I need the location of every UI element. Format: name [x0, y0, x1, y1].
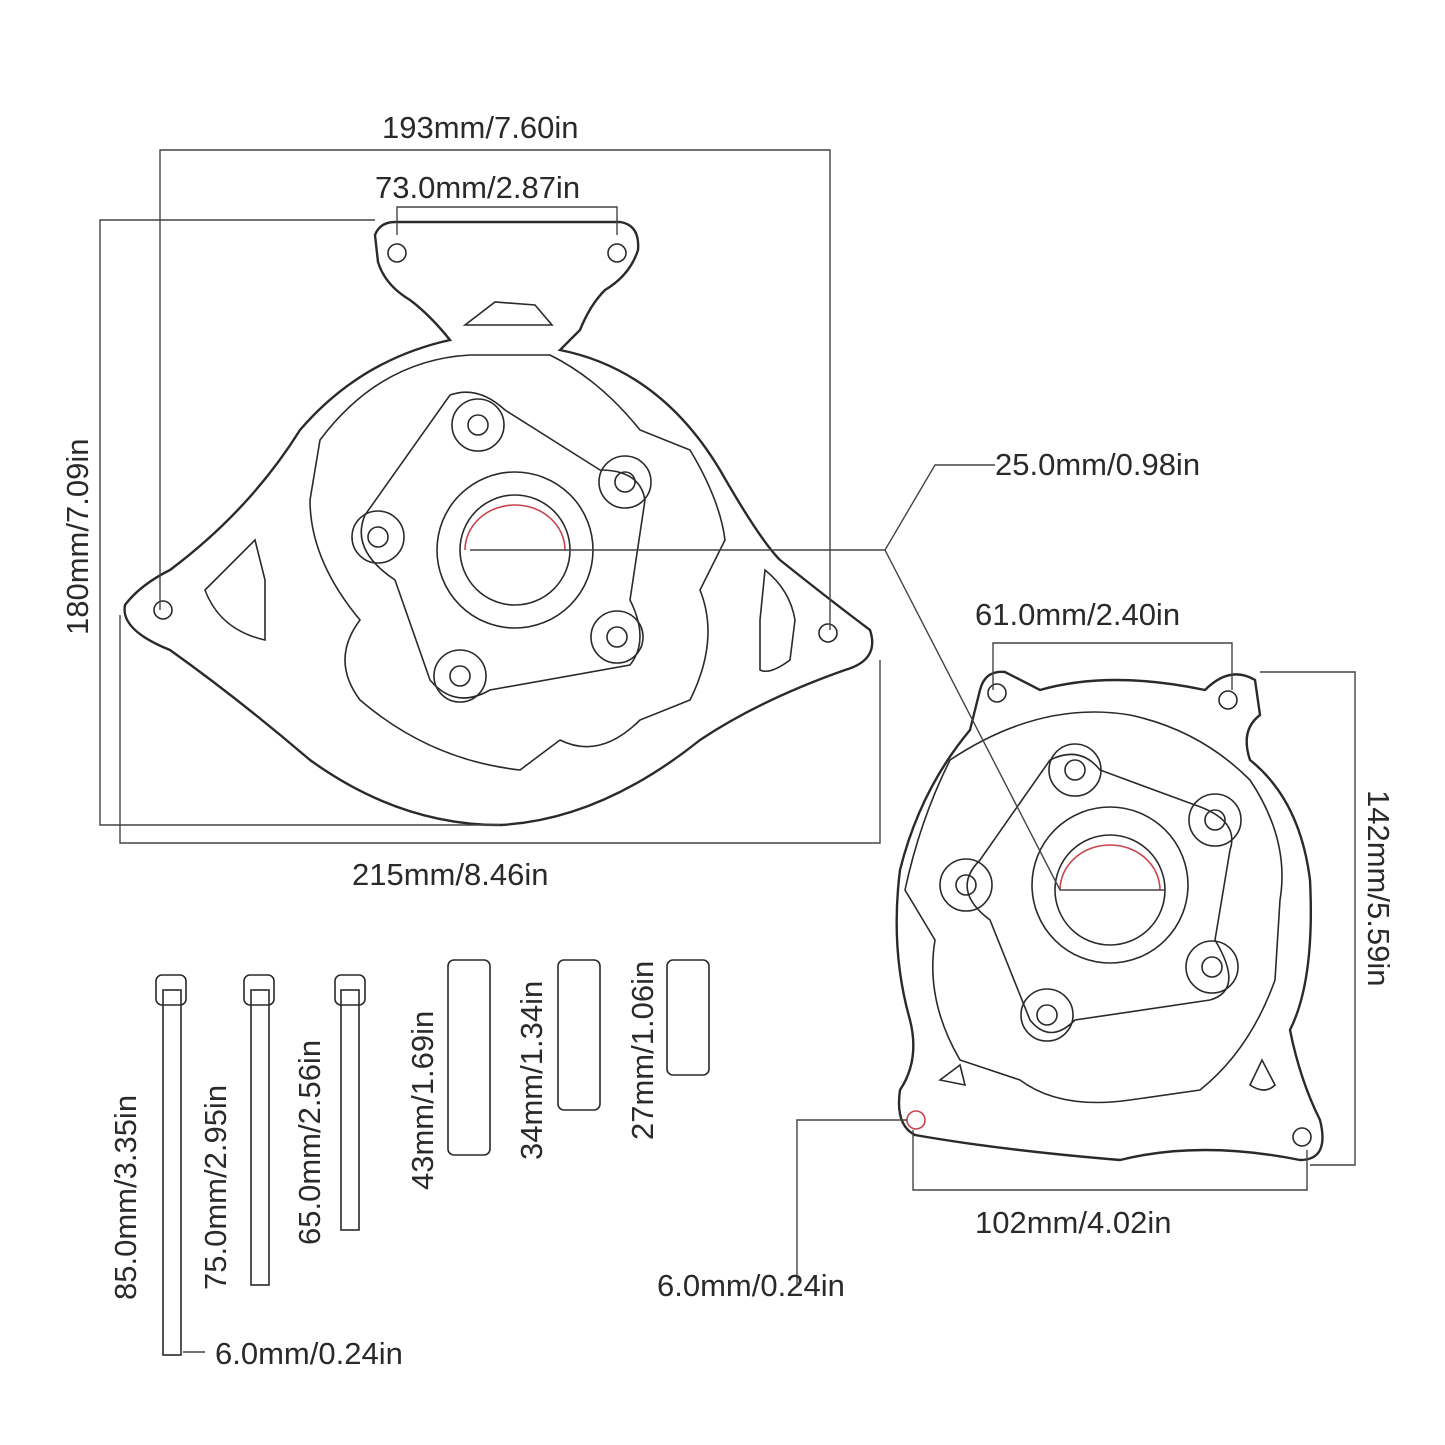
center-bore-label: 25.0mm/0.98in	[995, 447, 1200, 482]
engine-top-holes-label: 61.0mm/2.40in	[975, 597, 1180, 632]
bolt-holes	[351, 398, 652, 703]
frame-width-holes-label: 193mm/7.60in	[382, 110, 578, 145]
spacer-43-label: 43mm/1.69in	[405, 1011, 440, 1190]
engine-cover-part	[895, 670, 1324, 1162]
bolt-diameter-label: 6.0mm/0.24in	[215, 1336, 403, 1371]
spacer-27-label: 27mm/1.06in	[625, 961, 660, 1140]
engine-bottom-holes-label: 102mm/4.02in	[975, 1205, 1171, 1240]
spacer-65-label: 65.0mm/2.56in	[292, 1040, 327, 1245]
dimension-lines	[99, 149, 1356, 1353]
frame-height-label: 180mm/7.09in	[60, 439, 95, 635]
spacer-34-label: 34mm/1.34in	[514, 981, 549, 1160]
bolt-holes	[939, 743, 1242, 1042]
top-tab-holes-label: 73.0mm/2.87in	[375, 170, 580, 205]
spacers	[155, 959, 710, 1356]
spacer-85-label: 85.0mm/3.35in	[108, 1095, 143, 1300]
frame-cover-part	[123, 220, 874, 827]
engine-hole-diameter-label: 6.0mm/0.24in	[657, 1268, 845, 1303]
spacer-75-label: 75.0mm/2.95in	[198, 1085, 233, 1290]
engine-height-label: 142mm/5.59in	[1361, 790, 1396, 986]
overall-width-label: 215mm/8.46in	[352, 857, 548, 892]
